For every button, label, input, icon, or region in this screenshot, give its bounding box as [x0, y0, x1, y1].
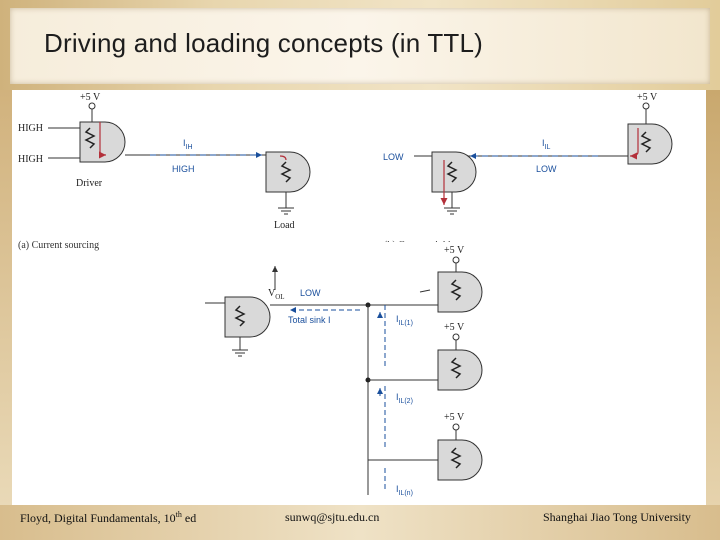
input-high-2: HIGH	[18, 154, 43, 165]
vol-label: VOL	[268, 288, 285, 301]
title-bar: Driving and loading concepts (in TTL)	[0, 0, 720, 90]
iil1-label: IIL(1)	[396, 314, 413, 327]
footer-bar	[0, 505, 720, 540]
load-resistor-a	[280, 161, 292, 183]
low-output-label-b: LOW	[536, 164, 557, 174]
supply-label-ln: +5 V	[444, 412, 465, 423]
supply-label-l1: +5 V	[444, 245, 465, 256]
caption-sourcing: (a) Current sourcing	[18, 240, 99, 251]
fanout-circuit: VOL LOW Total sink I +5 V	[205, 245, 483, 497]
sinking-load-gate	[627, 123, 673, 165]
footer-right: Shanghai Jiao Tong University	[543, 510, 691, 524]
driver-label: Driver	[76, 178, 103, 189]
load-label: Load	[274, 220, 295, 231]
left-frame	[0, 90, 12, 505]
load-gate-1	[437, 271, 483, 313]
slide-title: Driving and loading concepts (in TTL)	[44, 28, 484, 58]
sinking-driver-gate	[431, 151, 477, 193]
high-output-label: HIGH	[172, 164, 195, 174]
iil2-label: IIL(2)	[396, 392, 413, 405]
driver-resistor	[84, 127, 96, 149]
footer-center: sunwq@sjtu.edu.cn	[285, 510, 380, 524]
sourcing-circuit: +5 V HIGH HIGH Driver IIH HIGH Load (a)	[18, 92, 311, 251]
low-output-label-c: LOW	[300, 288, 321, 298]
supply-node-a	[88, 102, 96, 110]
footer-left: Floyd, Digital Fundamentals, 10th ed	[20, 510, 197, 525]
load-gate-a	[265, 151, 311, 193]
load-gate-2	[437, 349, 483, 391]
title-panel	[10, 8, 710, 84]
supply-label-a: +5 V	[80, 92, 101, 103]
supply-label-b: +5 V	[637, 92, 658, 103]
supply-label-l2: +5 V	[444, 322, 465, 333]
driver-gate	[79, 121, 126, 163]
iil-label: IIL	[542, 138, 550, 151]
fanout-driver-gate	[224, 296, 271, 338]
sinking-circuit: +5 V IIL LOW LOW (b) Current sinking	[383, 92, 673, 251]
iiln-label: IIL(n)	[396, 484, 413, 497]
low-input-label: LOW	[383, 152, 404, 162]
input-high-1: HIGH	[18, 123, 43, 134]
iih-label: IIH	[183, 138, 193, 151]
load-gate-n	[437, 439, 483, 481]
driver-flow-arrow	[98, 122, 107, 159]
total-sink-label: Total sink I	[288, 315, 331, 325]
right-frame	[706, 90, 720, 505]
